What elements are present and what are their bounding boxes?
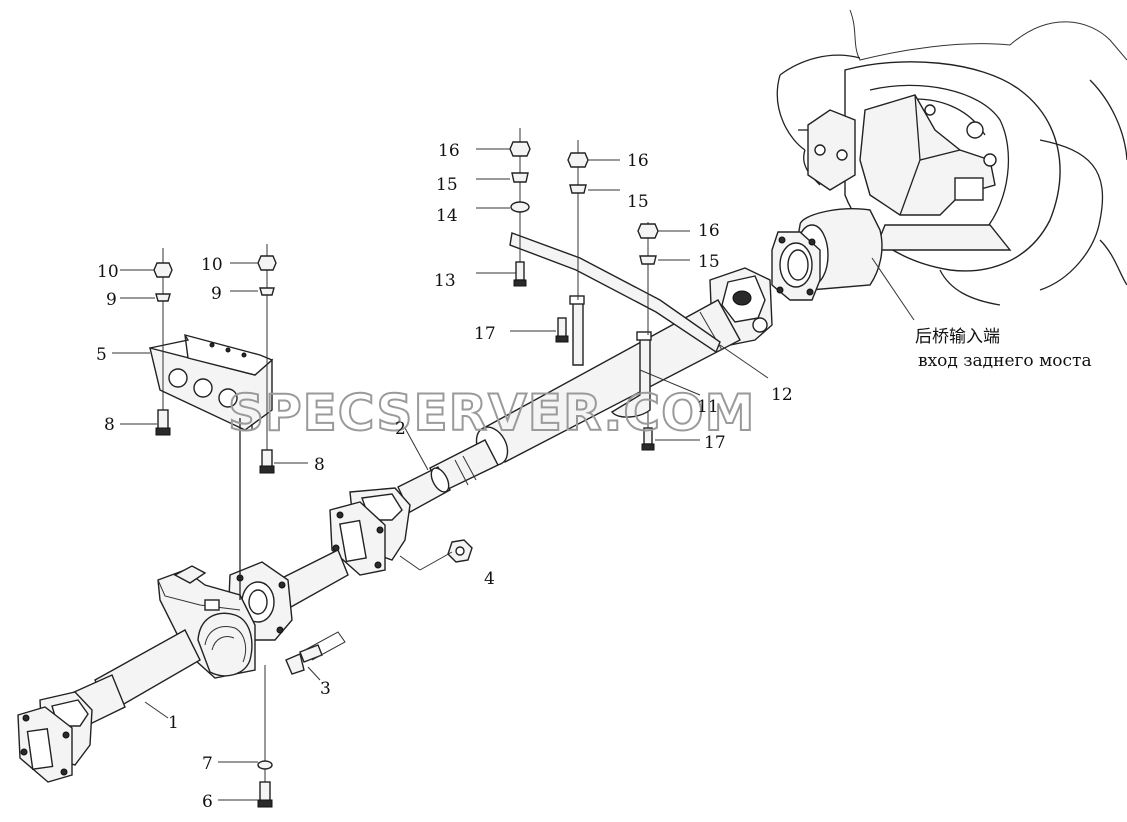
callout-9-left: 9: [106, 290, 117, 310]
callout-6: 6: [202, 792, 213, 812]
callout-7: 7: [202, 754, 213, 774]
support-bracket-5: [149, 334, 274, 600]
callout-10-left: 10: [97, 262, 119, 282]
callout-16-b: 16: [627, 151, 649, 171]
fastener-stack-left: [153, 248, 173, 436]
caption-russian: вход заднего моста: [918, 351, 1092, 371]
callout-17-b: 17: [704, 433, 726, 453]
callout-15-a: 15: [436, 175, 458, 195]
callout-17-a: 17: [474, 324, 496, 344]
fastener-stack-13-16: [509, 128, 531, 287]
nut-4: [447, 539, 473, 563]
bolt-3: [285, 631, 346, 675]
callout-15-b: 15: [627, 192, 649, 212]
axle-input-flange: [771, 231, 821, 301]
callout-8-left: 8: [104, 415, 115, 435]
hanger-straps: [509, 232, 721, 418]
callout-15-c: 15: [698, 252, 720, 272]
watermark: SPECSERVER.COM: [228, 384, 755, 442]
fastener-stack-bottom: [257, 665, 273, 808]
leader-lines: [112, 148, 915, 801]
callout-12: 12: [771, 385, 793, 405]
callout-1: 1: [168, 713, 179, 733]
caption-chinese: 后桥输入端: [915, 327, 1000, 347]
callout-14: 14: [436, 206, 458, 226]
callout-8-right: 8: [314, 455, 325, 475]
callout-3: 3: [320, 679, 331, 699]
callout-16-c: 16: [698, 221, 720, 241]
callout-4: 4: [484, 569, 495, 589]
rear-axle-housing: [776, 9, 1127, 306]
bolt-17-lower: [641, 412, 655, 451]
fastener-stack-right-top: [567, 140, 589, 300]
callout-9-right: 9: [211, 284, 222, 304]
callout-11: 11: [697, 397, 719, 417]
callout-5: 5: [96, 345, 107, 365]
fastener-stack-mid: [257, 244, 277, 474]
callout-16-a: 16: [438, 141, 460, 161]
callout-2: 2: [395, 419, 406, 439]
propeller-shaft-1: [17, 549, 349, 783]
bolt-17-upper: [555, 317, 569, 343]
callout-10-right: 10: [201, 255, 223, 275]
propeller-shaft-2: [329, 267, 773, 576]
callout-labels: 1 2 3 4 5 6 7 8 8 9 9 10 10 11 12 13 14 …: [96, 141, 793, 812]
callout-13: 13: [434, 271, 456, 291]
fastener-stack-right: [637, 222, 659, 335]
